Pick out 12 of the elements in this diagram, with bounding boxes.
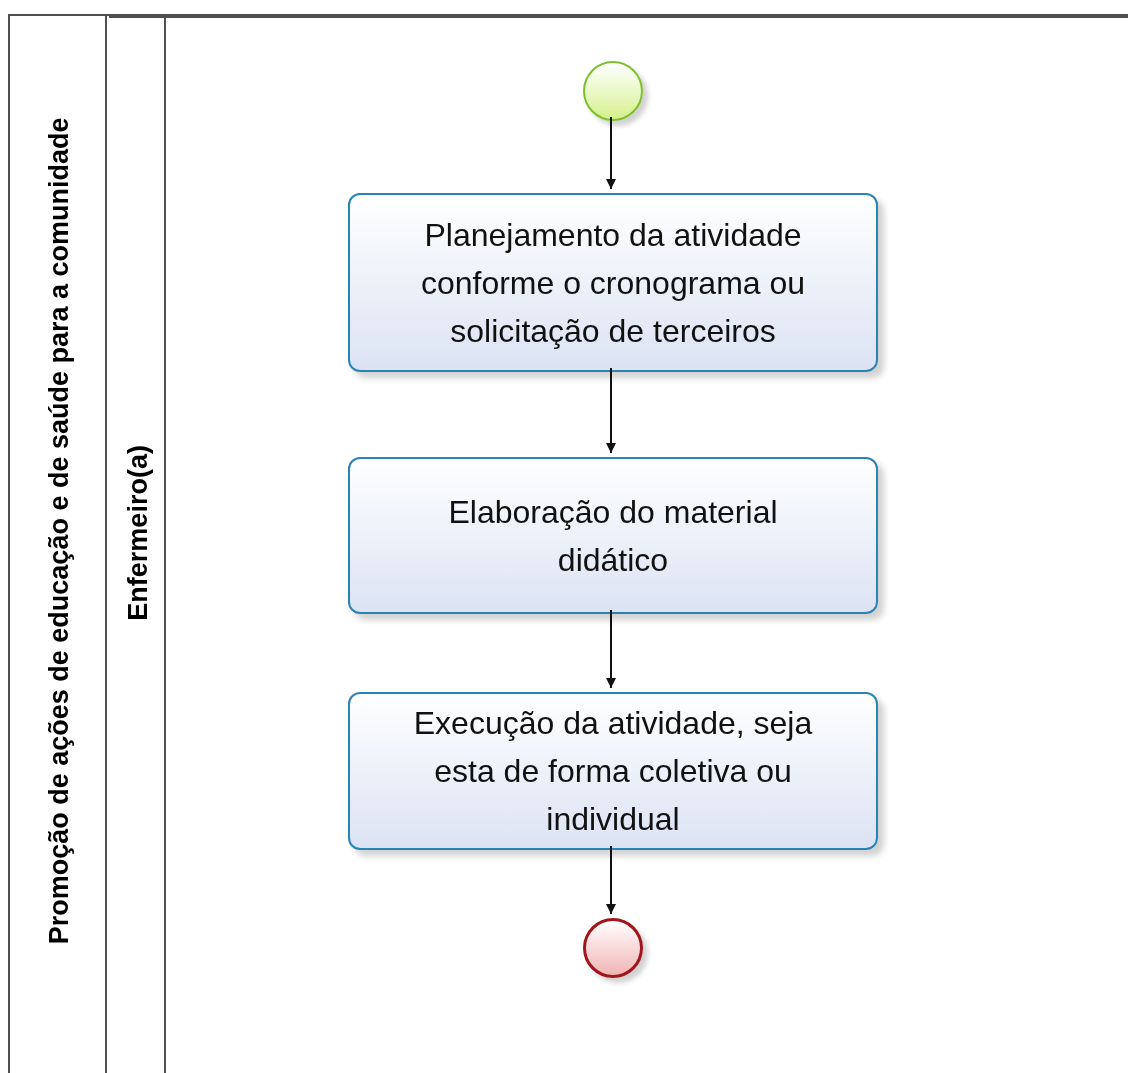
arrow [606, 367, 616, 454]
arrow [606, 609, 616, 689]
task-label: Elaboração do material didático [447, 492, 779, 580]
task-label: Execução da atividade, seja esta de forma coletiva ou individual [412, 704, 814, 839]
lane-title: Enfermeiro(a) [121, 445, 154, 621]
task-box [348, 692, 878, 850]
task-box [348, 457, 878, 614]
arrow [606, 845, 616, 915]
arrow [606, 116, 616, 190]
task-box [348, 193, 878, 372]
lane-title: Promoção de ações de educação e de saúde para a comunidade [42, 117, 75, 945]
task-label: Planejamento da atividade conforme o cronograma ou solicitação de terceiros [419, 215, 807, 351]
